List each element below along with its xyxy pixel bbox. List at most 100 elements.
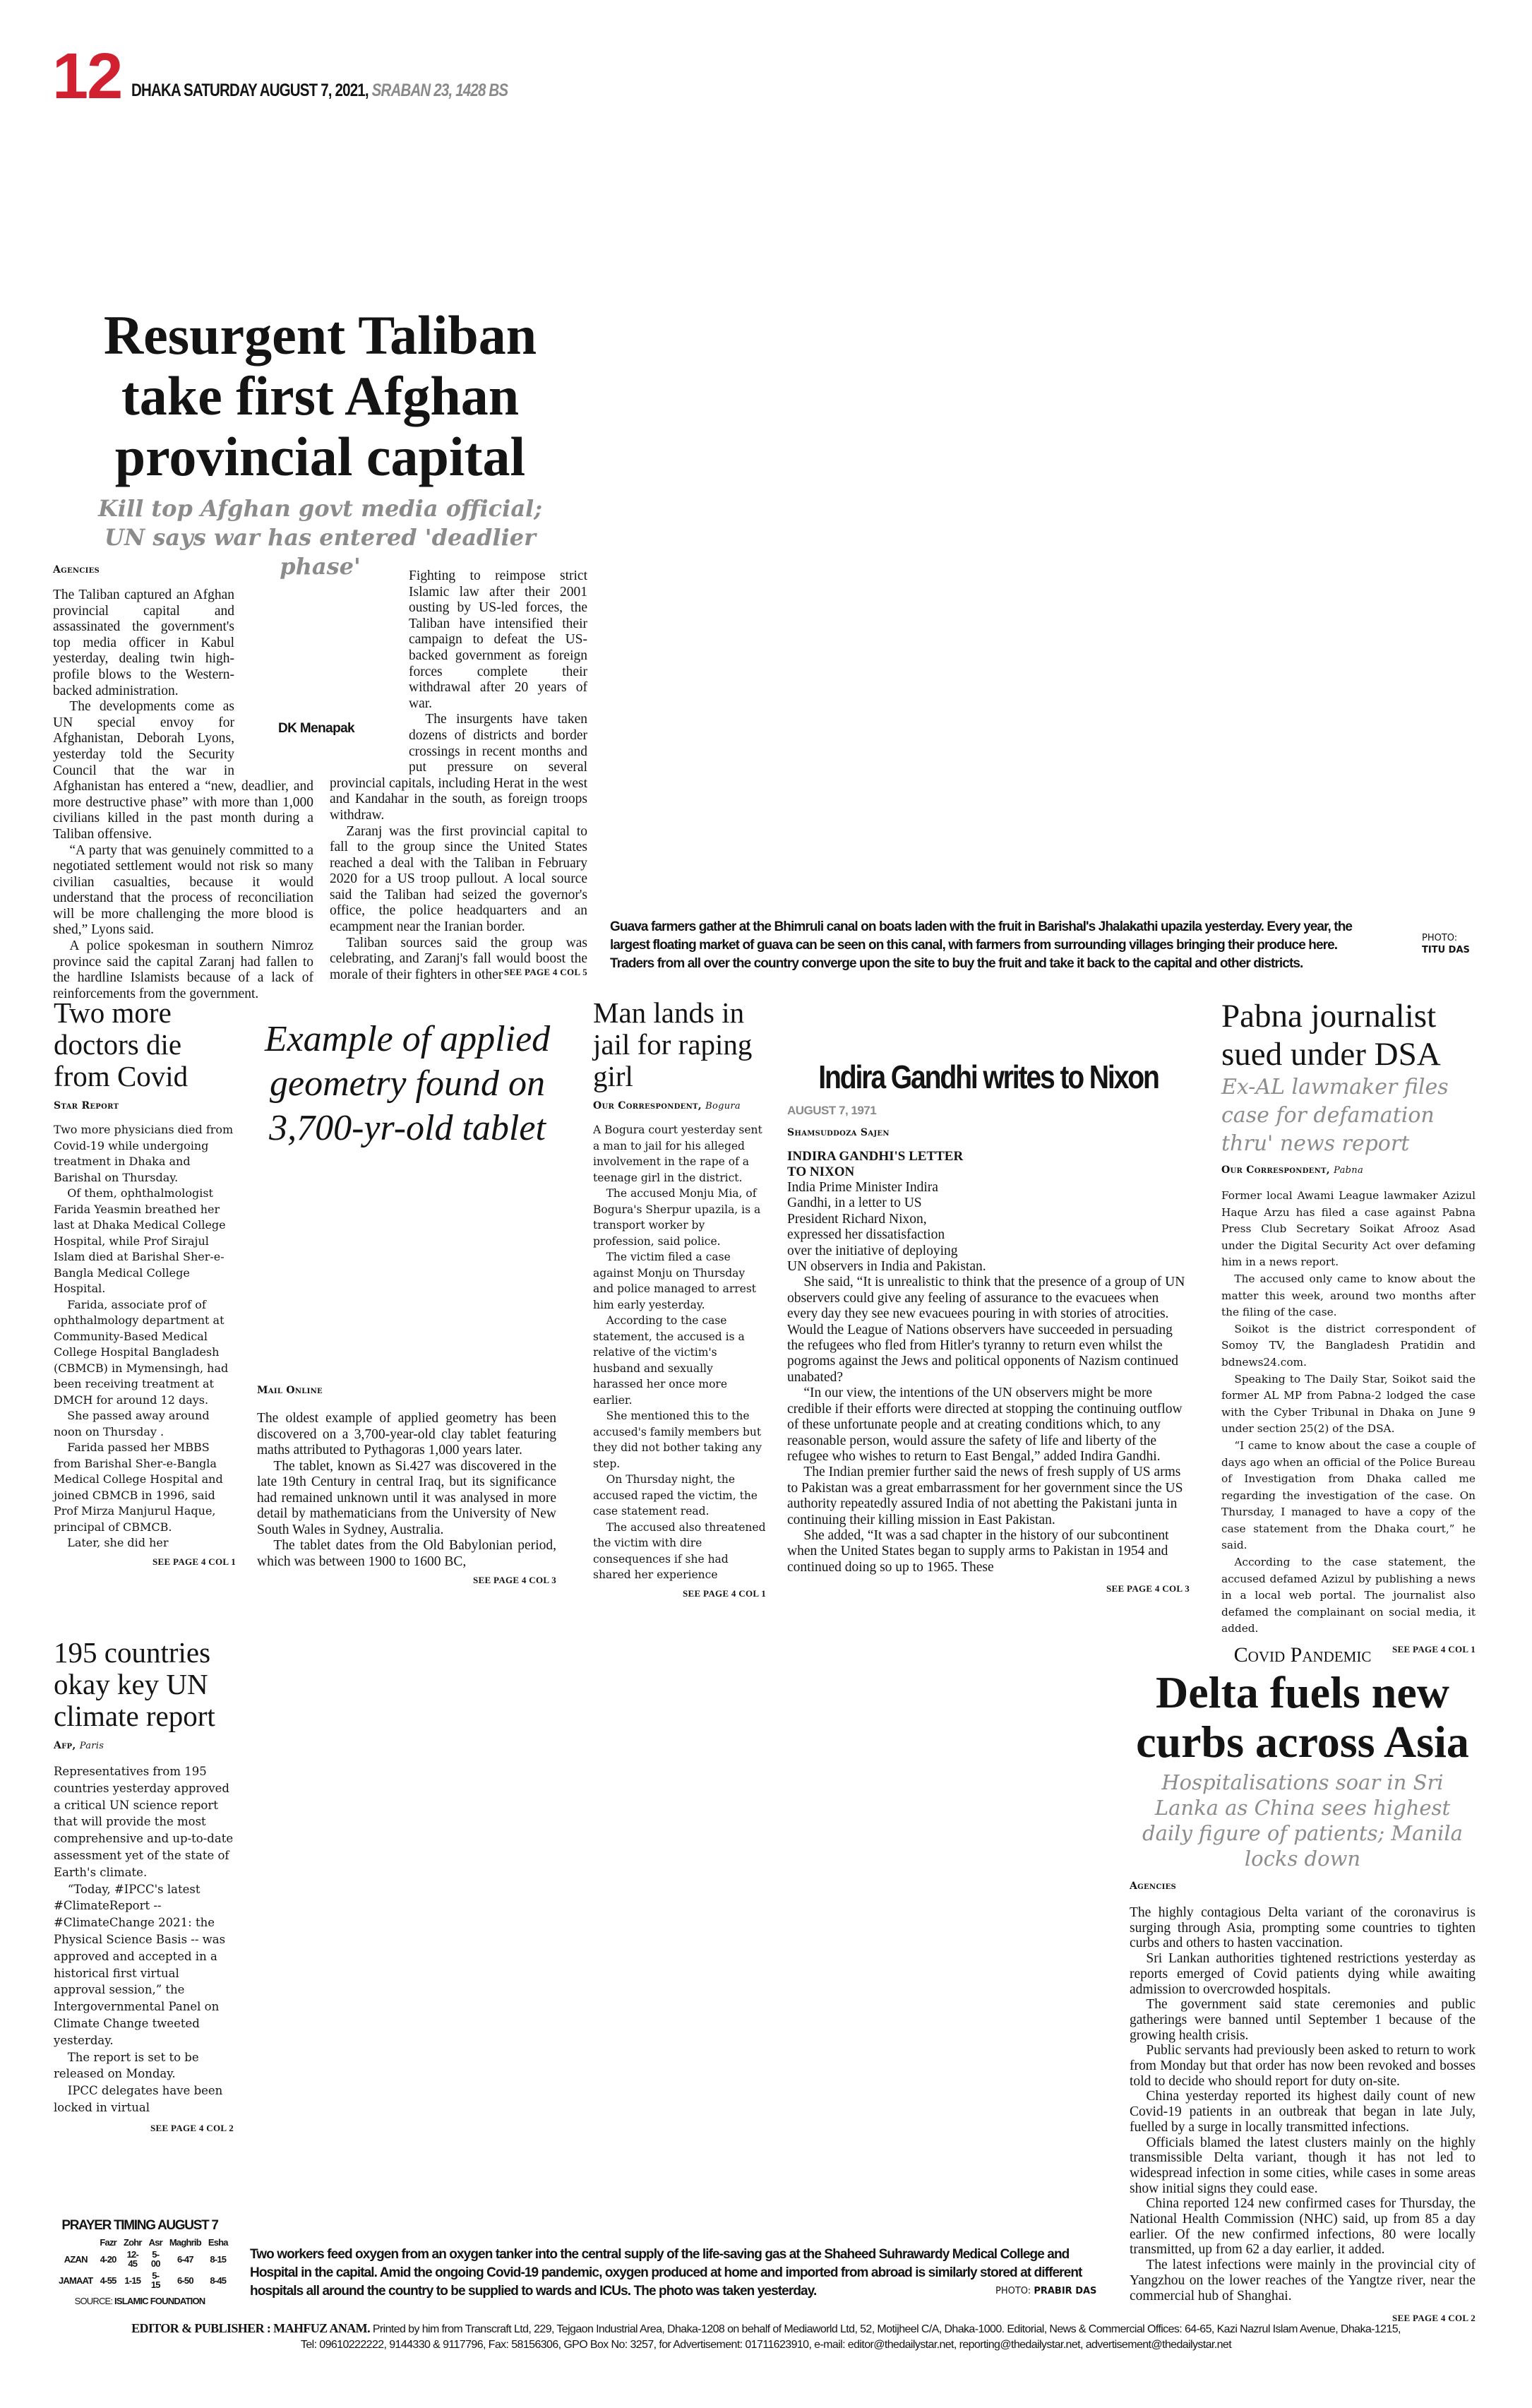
- see-page-link[interactable]: SEE PAGE 4 COL 3: [473, 1575, 556, 1585]
- imprint-footer: EDITOR & PUBLISHER : MAHFUZ ANAM. Printe…: [0, 2320, 1532, 2353]
- paragraph: Taliban sources said the group was celeb…: [330, 935, 587, 982]
- credit-label: PHOTO:: [1422, 933, 1458, 943]
- paragraph: Representatives from 195 countries yeste…: [54, 1765, 234, 1879]
- see-page-link[interactable]: SEE PAGE 4 COL 1: [152, 1556, 236, 1567]
- paragraph: The accused Monju Mia, of Bogura's Sherp…: [593, 1187, 761, 1248]
- source-name: ISLAMIC FOUNDATION: [114, 2296, 205, 2306]
- see-page-link[interactable]: SEE PAGE 4 COL 2: [150, 2122, 234, 2133]
- see-page-link[interactable]: SEE PAGE 4 COL 1: [1392, 1644, 1476, 1655]
- header-cell: Maghrib: [169, 2237, 202, 2248]
- time-cell: 8-45: [210, 2275, 227, 2286]
- paragraph: The tablet, known as Si.427 was discover…: [257, 1458, 556, 1537]
- time-cell: 4-55: [100, 2275, 117, 2286]
- headline: 195 countries okay key UN climate report: [54, 1636, 215, 1732]
- article-body: Fighting to reimpose strict Islamic law …: [330, 568, 587, 983]
- prayer-row: AZAN 4-20 12-45 5-00 6-47 8-15: [55, 2248, 232, 2270]
- doctors-story: Two more doctors die from Covid Star Rep…: [54, 997, 236, 1566]
- subhead: Ex-AL lawmaker files case for defamation…: [1221, 1075, 1449, 1156]
- byline-name: Afp,: [54, 1740, 76, 1751]
- paragraph: A Bogura court yesterday sent a man to j…: [593, 1123, 762, 1184]
- history-date: AUGUST 7, 1971: [787, 1104, 877, 1117]
- paragraph: The highly contagious Delta variant of t…: [1130, 1905, 1476, 1951]
- byline-location: Pabna: [1334, 1165, 1363, 1176]
- empty-cell: [55, 2236, 96, 2248]
- paragraph: The Taliban captured an Afghan provincia…: [53, 588, 234, 698]
- paragraph: According to the case statement, the acc…: [593, 1314, 745, 1407]
- paragraph: The Indian premier further said the news…: [787, 1465, 1183, 1527]
- paragraph: On Thursday night, the accused raped the…: [593, 1473, 758, 1518]
- byline: Our Correspondent, Pabna: [1221, 1165, 1476, 1175]
- article-body: India Prime Minister Indira Gandhi, in a…: [787, 1180, 1190, 1575]
- see-page-link[interactable]: SEE PAGE 4 COL 3: [1106, 1583, 1190, 1595]
- byline-location: Bogura: [705, 1101, 741, 1111]
- indira-story: Indira Gandhi writes to Nixon AUGUST 7, …: [787, 1059, 1190, 1593]
- prayer-row: JAMAAT 4-55 1-15 5-15 6-50 8-45: [55, 2270, 232, 2291]
- climate-story: 195 countries okay key UN climate report…: [54, 1637, 234, 2133]
- time-cell: 6-47: [176, 2253, 194, 2265]
- byline: Afp, Paris: [54, 1741, 234, 1751]
- byline-name: Our Correspondent,: [1221, 1164, 1330, 1176]
- paragraph: China yesterday reported its highest dai…: [1130, 2089, 1476, 2135]
- time-cell: 5-15: [150, 2270, 161, 2290]
- paragraph: The accused only came to know about the …: [1221, 1272, 1476, 1319]
- paragraph: “I came to know about the case a couple …: [1221, 1438, 1476, 1552]
- paragraph: Soikot is the district correspondent of …: [1221, 1322, 1476, 1369]
- paragraph: “Today, #IPCC's latest #ClimateReport --…: [54, 1882, 226, 2047]
- source-label: SOURCE:: [74, 2296, 113, 2306]
- subhead: Hospitalisations soar in Sri Lanka as Ch…: [1142, 1770, 1463, 1871]
- headline: Delta fuels new curbs across Asia: [1136, 1667, 1469, 1767]
- headline: Indira Gandhi writes to Nixon: [818, 1059, 1160, 1095]
- paragraph: India Prime Minister Indira Gandhi, in a…: [787, 1180, 986, 1275]
- article-body: Two more physicians died from Covid-19 w…: [54, 1122, 236, 1551]
- photo-spacer: [234, 588, 313, 764]
- headline: Example of applied geometry found on 3,7…: [264, 1019, 551, 1148]
- delta-story: Covid Pandemic Delta fuels new curbs acr…: [1130, 1643, 1476, 2323]
- paragraph: She mentioned this to the accused's fami…: [593, 1409, 762, 1470]
- headline: Resurgent Taliban take first Afghan prov…: [103, 304, 537, 487]
- jail-story: Man lands in jail for raping girl Our Co…: [593, 997, 766, 1598]
- photo-credit: DK Menapak: [278, 721, 355, 736]
- see-page-link[interactable]: SEE PAGE 4 COL 5: [504, 967, 587, 977]
- paragraph: The government said state ceremonies and…: [1130, 1997, 1476, 2043]
- byline: Star Report: [54, 1100, 119, 1111]
- headline: Pabna journalist sued under DSA: [1221, 998, 1441, 1073]
- paragraph: She said, “It is unrealistic to think th…: [787, 1275, 1185, 1385]
- paragraph: “A party that was genuinely committed to…: [53, 842, 313, 938]
- guava-photo-caption: Guava farmers gather at the Bhimruli can…: [610, 919, 1353, 971]
- credit-label: PHOTO:: [995, 2286, 1031, 2296]
- paragraph: The insurgents have taken dozens of dist…: [330, 712, 587, 823]
- pabna-story: Pabna journalist sued under DSA Ex-AL la…: [1221, 997, 1476, 1654]
- headline: Man lands in jail for raping girl: [593, 996, 753, 1092]
- article-body: A Bogura court yesterday sent a man to j…: [593, 1122, 766, 1583]
- paragraph: Fighting to reimpose strict Islamic law …: [409, 568, 587, 711]
- row-label: AZAN: [64, 2253, 88, 2265]
- time-cell: 5-00: [150, 2249, 161, 2269]
- paragraph: Farida, associate prof of ophthalmology …: [54, 1297, 229, 1407]
- see-page-link[interactable]: SEE PAGE 4 COL 2: [1392, 2313, 1476, 2324]
- paragraph: The report is set to be released on Mond…: [54, 2050, 199, 2081]
- bangla-date: SRABAN 23, 1428 BS: [371, 81, 508, 100]
- headline: Two more doctors die from Covid: [54, 996, 188, 1092]
- article-body: Former local Awami League lawmaker Azizu…: [1221, 1188, 1476, 1638]
- byline: Mail Online: [257, 1385, 323, 1396]
- paragraph: A police spokesman in southern Nimroz pr…: [53, 938, 313, 1001]
- page-number: 12: [52, 40, 123, 112]
- header-cell: Esha: [208, 2237, 229, 2248]
- imprint-address: Printed by him from Transcraft Ltd, 229,…: [372, 2323, 1401, 2335]
- paragraph: Officials blamed the latest clusters mai…: [1130, 2135, 1476, 2196]
- paragraph: Zaranj was the first provincial capital …: [330, 823, 587, 935]
- time-cell: 12-45: [126, 2249, 139, 2269]
- prayer-header-row: Fazr Zohr Asr Maghrib Esha: [55, 2236, 232, 2248]
- prayer-table: Fazr Zohr Asr Maghrib Esha AZAN 4-20 12-…: [55, 2236, 232, 2291]
- see-page-link[interactable]: SEE PAGE 4 COL 1: [683, 1587, 766, 1599]
- byline: Agencies: [1130, 1880, 1177, 1892]
- paragraph: IPCC delegates have been locked in virtu…: [54, 2084, 223, 2114]
- paragraph: Two more physicians died from Covid-19 w…: [54, 1123, 234, 1184]
- taliban-column-left: The Taliban captured an Afghan provincia…: [53, 588, 313, 1002]
- prayer-source: SOURCE: ISLAMIC FOUNDATION: [55, 2296, 225, 2306]
- subhead: Kill top Afghan govt media official; UN …: [97, 495, 543, 580]
- paragraph: The victim filed a case against Monju on…: [593, 1251, 757, 1311]
- paragraph: “In our view, the intentions of the UN o…: [787, 1385, 1183, 1464]
- paragraph: The latest infections were mainly in the…: [1130, 2258, 1476, 2303]
- paragraph: Later, she did her: [67, 1536, 169, 1549]
